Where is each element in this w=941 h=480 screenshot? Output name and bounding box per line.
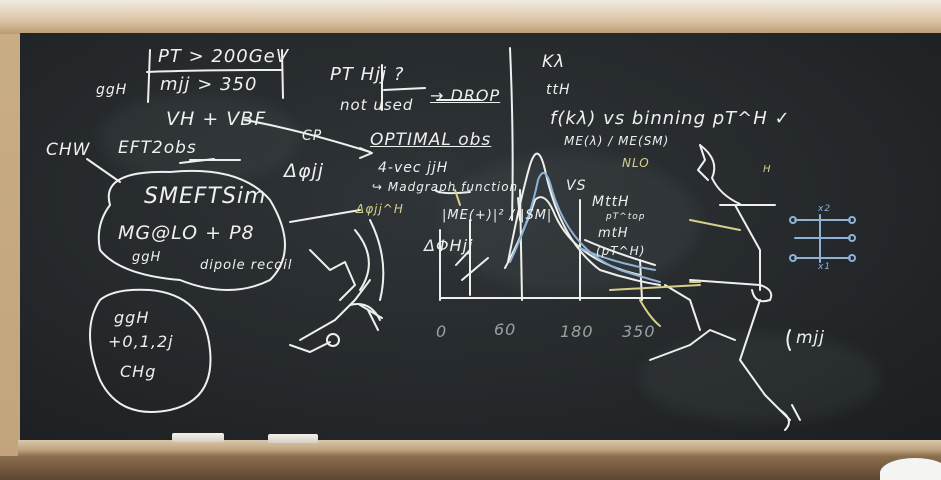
mth-text: mtH [598,226,629,241]
dphi-hjj-text: ΔΦHjj [424,236,474,255]
smeft-text: SMEFTSim [144,184,267,209]
ggh-box-text: ggH [114,308,150,327]
jets-text: +0,1,2j [108,332,174,351]
optimal-obs-text: OPTIMAL obs [370,130,492,150]
tick-60: 60 [494,320,517,339]
mjj-cut-text: mjj > 350 [160,74,258,95]
pt-cut-text: PT > 200GeV [158,46,290,67]
tick-350: 350 [622,322,656,341]
x2-text: x2 [818,204,832,214]
me-ratio-text: ME(λ) / ME(SM) [564,134,670,148]
madgraph-text: ↪ Madgraph function [372,180,519,194]
x1-text: x1 [818,262,832,272]
tth-text: ttH [546,82,571,98]
drop-text: → DROP [430,86,501,105]
ratio-text: |ME(+)|² / |SM| [442,208,553,223]
pt-top-text: pT^top [606,212,646,222]
chalkboard [20,33,941,445]
mjj-label-text: mjj [796,328,826,348]
tick-180: 180 [560,322,594,341]
wall-panel [0,456,941,480]
mg-lo-text: MG@LO + P8 [118,222,255,244]
dphi-small-text: Δφjj^H [356,202,404,216]
not-used-text: not used [340,96,414,114]
tick-0: 0 [436,322,448,341]
cp-text: CP [302,128,323,144]
dipole-text: dipole recoil [200,258,293,273]
dphi-text: Δφjj [284,160,325,182]
cup [880,458,941,480]
vs-text: VS [566,178,587,194]
chw-text: CHW [46,140,91,160]
h-label-text: H [763,164,772,175]
eft2obs-text: EFT2obs [118,138,197,158]
nlo-text: NLO [622,156,650,170]
k-lambda-text: Kλ [542,52,566,72]
four-vec-text: 4-vec jjH [378,160,449,176]
ggh-small-text: ggH [132,250,162,265]
eraser [268,434,318,443]
mtth-text: MttH [592,194,630,210]
ggh-top-text: ggH [96,82,128,98]
board-frame-top [0,0,941,34]
vh-vbf-text: VH + VBF [166,108,267,130]
chg-text: CHg [120,362,157,381]
eraser [172,433,224,442]
chalk-ledge [18,440,941,456]
pth-text: (pT^H) [596,244,646,258]
pt-hjj-text: PT Hjj ? [330,64,405,85]
f-k-text: f(kλ) vs binning pT^H ✓ [550,108,791,129]
